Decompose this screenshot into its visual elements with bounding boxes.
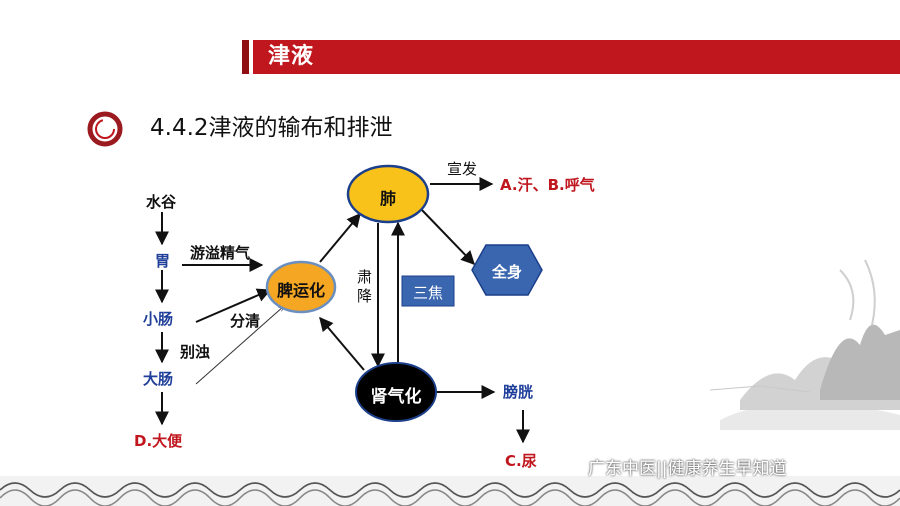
label-biezhuo: 别浊 [180, 343, 211, 361]
wave-footer-pattern [0, 476, 900, 506]
label-pangguang: 膀胱 [503, 383, 534, 401]
node-fei-label: 肺 [379, 189, 396, 208]
node-sanjiao [401, 275, 455, 307]
ink-landscape-illustration [709, 259, 900, 430]
wechat-icon [561, 455, 583, 473]
arrow-shen-pi [319, 316, 365, 371]
label-han-huqi: A.汗、B.呼气 [500, 176, 595, 194]
header-band [253, 40, 900, 74]
arrow-pi-fei [319, 212, 361, 263]
label-wei: 胃 [155, 252, 171, 270]
node-quanshen [471, 244, 543, 296]
node-quanshen-label: 全身 [491, 263, 522, 281]
label-shuigu: 水谷 [146, 193, 177, 211]
node-shen [355, 362, 437, 422]
node-pi [265, 260, 337, 314]
node-pi-label: 脾运化 [276, 281, 325, 300]
header-title: 津液 [268, 44, 315, 69]
watermark-text: 广东中医||健康养生早知道 [588, 459, 787, 479]
arrow-dachang-pi [195, 306, 284, 385]
label-xiaochang: 小肠 [143, 310, 174, 328]
label-dabian: D.大便 [134, 432, 183, 450]
arrow-fei-quanshen [419, 207, 475, 266]
section-title: 4.4.2津液的输布和排泄 [150, 115, 393, 141]
label-xuanfa: 宣发 [447, 160, 478, 178]
ring-icon [87, 111, 123, 147]
node-fei [346, 164, 430, 224]
label-youyi: 游溢精气 [190, 244, 251, 262]
node-sanjiao-label: 三焦 [412, 284, 443, 302]
header-band-accent [242, 40, 249, 74]
label-fenqing: 分清 [230, 312, 261, 330]
label-dachang: 大肠 [143, 370, 174, 388]
label-niao: C.尿 [505, 452, 537, 470]
node-shen-label: 肾气化 [370, 387, 422, 407]
label-sujiang: 肃降 [357, 268, 373, 305]
arrow-xiaochang-pi [195, 288, 272, 323]
